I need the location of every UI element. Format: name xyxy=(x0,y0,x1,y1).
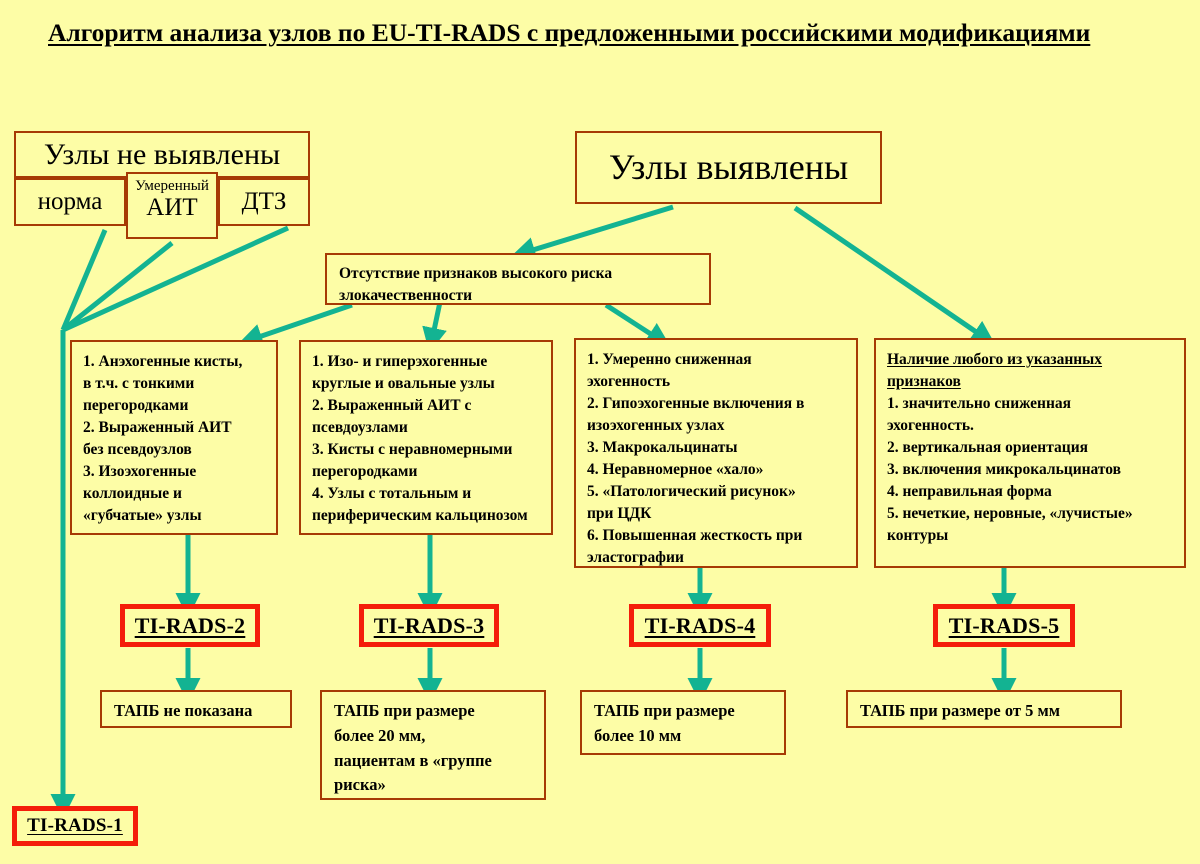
box-criteria-column-3[interactable]: 1. Умеренно сниженная эхогенность 2. Гип… xyxy=(574,338,858,568)
criteria-line: 2. Выраженный АИТ xyxy=(83,419,232,436)
arrow-found-to-col4 xyxy=(793,205,996,346)
box-criteria-column-2[interactable]: 1. Изо- и гиперэхогенные круглые и оваль… xyxy=(299,340,553,535)
arrow-norisk-to-col3 xyxy=(604,302,671,348)
criteria-line: перегородками xyxy=(312,463,418,480)
criteria-line: эхогенность. xyxy=(887,417,974,434)
box-no-high-risk-line-1: Отсутствие признаков высокого риска xyxy=(339,265,613,282)
criteria-line: изоэхогенных узлах xyxy=(587,417,725,434)
fna-line: ТАПБ при размере от 5 мм xyxy=(860,701,1060,720)
box-tirads-3-label: TI-RADS-3 xyxy=(373,612,485,638)
box-nodes-found-label: Узлы выявлены xyxy=(608,146,849,187)
box-no-high-risk[interactable]: Отсутствие признаков высокого риска злок… xyxy=(325,253,711,305)
box-criteria-column-4[interactable]: Наличие любого из указанных признаков 1.… xyxy=(874,338,1186,568)
box-tirads-4[interactable]: TI-RADS-4 xyxy=(629,604,771,647)
box-fna-tirads2[interactable]: ТАПБ не показана xyxy=(100,690,292,728)
criteria-line: 1. Анэхогенные кисты, xyxy=(83,353,243,370)
criteria-line: перегородками xyxy=(83,397,189,414)
box-no-nodes-label: Узлы не выявлены xyxy=(43,137,281,171)
criteria-line: 4. Неравномерное «хало» xyxy=(587,461,764,478)
line-norma-to-junction xyxy=(60,229,108,331)
line-ait-to-junction xyxy=(61,241,174,332)
page-title: Алгоритм анализа узлов по EU-TI-RADS с п… xyxy=(48,18,1091,47)
criteria-line: эластографии xyxy=(587,549,684,566)
box-nodes-found[interactable]: Узлы выявлены xyxy=(575,131,882,204)
box-moderate-ait[interactable]: Умеренный АИТ xyxy=(126,172,218,239)
box-tirads-1[interactable]: TI-RADS-1 xyxy=(12,806,138,846)
fna-line: риска» xyxy=(334,775,386,795)
criteria-line: 3. Макрокальцинаты xyxy=(587,439,738,456)
criteria-line: 2. Гипоэхогенные включения в xyxy=(587,395,805,412)
criteria-line: коллоидные и xyxy=(83,485,182,502)
criteria-line: 2. Выраженный АИТ с xyxy=(312,397,472,414)
box-norma[interactable]: норма xyxy=(14,178,126,226)
criteria-line: 5. нечеткие, неровные, «лучистые» xyxy=(887,505,1133,522)
box-fna-tirads3[interactable]: ТАПБ при размере более 20 мм, пациентам … xyxy=(320,690,546,800)
criteria-header: признаков xyxy=(887,373,961,390)
box-fna-tirads4[interactable]: ТАПБ при размере более 10 мм xyxy=(580,690,786,755)
box-tirads-1-label: TI-RADS-1 xyxy=(27,815,123,836)
box-tirads-4-label: TI-RADS-4 xyxy=(644,612,756,638)
fna-line: более 20 мм, xyxy=(334,725,426,745)
box-dtz[interactable]: ДТЗ xyxy=(218,178,310,226)
criteria-line: 3. включения микрокальцинатов xyxy=(887,461,1122,478)
box-fna-tirads5[interactable]: ТАПБ при размере от 5 мм xyxy=(846,690,1122,728)
criteria-line: эхогенность xyxy=(587,373,671,390)
arrow-norisk-to-col1 xyxy=(237,302,353,348)
fna-line: более 10 мм xyxy=(594,725,682,745)
box-tirads-2-label: TI-RADS-2 xyxy=(134,612,246,638)
criteria-line: 5. «Патологический рисунок» xyxy=(587,483,796,500)
arrow-found-to-norisk xyxy=(510,204,674,262)
fna-line: ТАПБ при размере xyxy=(334,701,475,720)
box-tirads-5[interactable]: TI-RADS-5 xyxy=(933,604,1075,647)
fna-line: пациентам в «группе xyxy=(334,750,492,770)
box-criteria-column-1[interactable]: 1. Анэхогенные кисты, в т.ч. с тонкими п… xyxy=(70,340,278,535)
box-norma-label: норма xyxy=(37,187,103,215)
box-tirads-5-label: TI-RADS-5 xyxy=(948,612,1060,638)
criteria-line: 1. Изо- и гиперэхогенные xyxy=(312,353,488,370)
line-dtz-to-junction xyxy=(61,225,290,333)
box-tirads-2[interactable]: TI-RADS-2 xyxy=(120,604,260,647)
criteria-header: Наличие любого из указанных xyxy=(887,351,1103,368)
fna-line: ТАПБ не показана xyxy=(114,701,253,720)
fna-line: ТАПБ при размере xyxy=(594,701,735,720)
criteria-line: 1. Умеренно сниженная xyxy=(587,351,752,368)
criteria-line: круглые и овальные узлы xyxy=(312,375,495,392)
criteria-line: 1. значительно сниженная xyxy=(887,395,1072,412)
criteria-line: 4. Узлы с тотальным и xyxy=(312,485,472,502)
criteria-line: контуры xyxy=(887,527,949,544)
criteria-line: «губчатые» узлы xyxy=(83,507,202,524)
criteria-line: псевдоузлами xyxy=(312,419,408,436)
box-no-high-risk-line-2: злокачественности xyxy=(339,287,473,305)
box-ait-qualifier: Умеренный xyxy=(135,178,209,194)
box-ait-label: АИТ xyxy=(146,193,198,221)
criteria-line: 2. вертикальная ориентация xyxy=(887,439,1089,456)
criteria-line: 3. Изоэхогенные xyxy=(83,463,197,480)
criteria-line: при ЦДК xyxy=(587,505,652,522)
criteria-line: без псевдоузлов xyxy=(83,441,192,458)
criteria-line: 4. неправильная форма xyxy=(887,483,1052,500)
criteria-line: в т.ч. с тонкими xyxy=(83,375,195,392)
criteria-line: 6. Повышенная жесткость при xyxy=(587,527,803,544)
box-dtz-label: ДТЗ xyxy=(241,187,287,215)
box-no-nodes[interactable]: Узлы не выявлены xyxy=(14,131,310,178)
box-tirads-3[interactable]: TI-RADS-3 xyxy=(359,604,499,647)
criteria-line: 3. Кисты с неравномерными xyxy=(312,441,513,458)
criteria-line: периферическим кальцинозом xyxy=(312,507,528,524)
